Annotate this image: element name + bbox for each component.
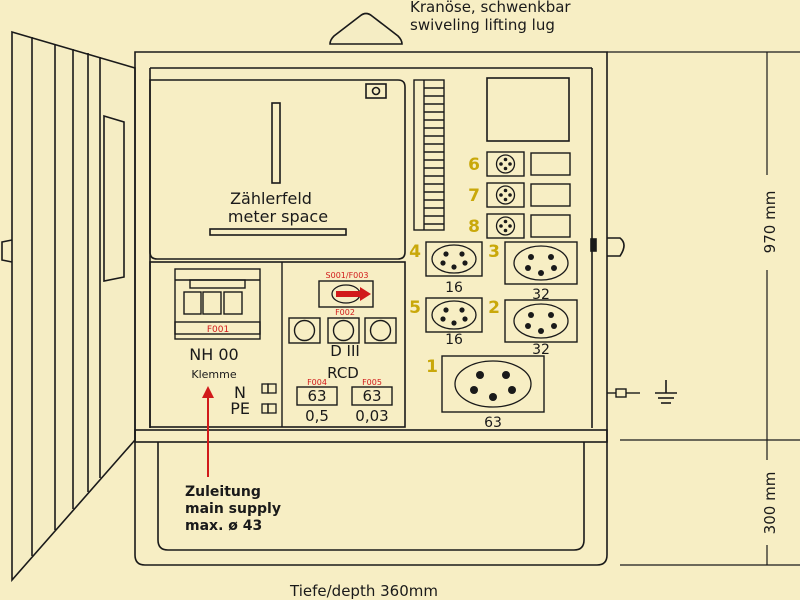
height-upper-label: 970 mm xyxy=(761,191,779,254)
main-fuse-name: NH 00 xyxy=(189,345,238,364)
dfuse-name: D III xyxy=(330,342,360,360)
socket-3-number: 3 xyxy=(488,242,500,262)
rcd-1-rating: 63 xyxy=(307,387,326,405)
height-lower-label: 300 mm xyxy=(761,472,779,535)
socket-4-number: 4 xyxy=(409,242,421,262)
dfuse-code: F002 xyxy=(335,308,355,317)
socket-1: 1 63 xyxy=(426,355,545,431)
terminal-pe-label: PE xyxy=(230,399,250,418)
terminal-n-label: N xyxy=(234,383,246,402)
rcd-2-sensitivity: 0,03 xyxy=(355,407,388,425)
socket-2-number: 2 xyxy=(488,298,500,318)
main-switch xyxy=(318,280,374,308)
nh-fuse-block xyxy=(174,268,261,340)
socket-4: 4 16 xyxy=(409,241,483,296)
meter-label-en: meter space xyxy=(228,207,328,226)
terminal-blocks xyxy=(261,383,277,414)
equipment-field xyxy=(149,261,406,428)
d-fuse-row xyxy=(288,317,397,344)
rcd-2: F005 63 0,03 xyxy=(351,378,393,425)
terminal-label: Klemme xyxy=(191,368,236,381)
rcd-label: RCD xyxy=(327,364,359,382)
supply-label-en: main supply xyxy=(185,501,281,517)
socket-1-rating: 63 xyxy=(484,415,502,431)
din-rail-strip xyxy=(413,79,445,231)
socket-6-number: 6 xyxy=(468,155,480,175)
dimension-lines xyxy=(607,51,800,566)
socket-5-number: 5 xyxy=(409,298,421,318)
ground-symbol xyxy=(655,380,677,404)
rcd-2-code: F005 xyxy=(362,378,382,387)
depth-label: Tiefe/depth 360mm xyxy=(289,582,438,600)
meter-label-de: Zählerfeld xyxy=(230,189,312,208)
socket-5: 5 16 xyxy=(409,297,483,348)
lifting-lug xyxy=(329,12,403,45)
label-plate xyxy=(486,77,570,142)
meter-space xyxy=(149,79,406,260)
socket-7-number: 7 xyxy=(468,186,480,206)
supply-diameter: max. ø 43 xyxy=(185,518,262,534)
socket-4-rating: 16 xyxy=(445,280,463,296)
rcd-1-sensitivity: 0,5 xyxy=(305,407,329,425)
supply-label-de: Zuleitung xyxy=(185,484,261,500)
lug-label-de: Kranöse, schwenkbar xyxy=(410,0,571,16)
socket-3-rating: 32 xyxy=(532,287,550,303)
socket-6: 6 xyxy=(468,151,571,177)
supply-arrow xyxy=(202,386,214,477)
main-fuse-code: F001 xyxy=(207,325,229,335)
socket-3: 3 32 xyxy=(488,241,578,303)
rcd-2-rating: 63 xyxy=(362,387,381,405)
rcd-1-code: F004 xyxy=(307,378,327,387)
socket-2-rating: 32 xyxy=(532,342,550,358)
rcd-1: F004 63 0,5 xyxy=(296,378,338,425)
socket-8-number: 8 xyxy=(468,217,480,237)
switch-code: S001/F003 xyxy=(326,271,369,280)
socket-5-rating: 16 xyxy=(445,332,463,348)
socket-2: 2 32 xyxy=(488,298,578,358)
ground-terminal xyxy=(607,388,640,398)
cabinet-door xyxy=(1,30,136,583)
socket-7: 7 xyxy=(468,182,571,208)
socket-8: 8 xyxy=(468,213,571,239)
lug-label-en: swiveling lifting lug xyxy=(410,16,555,34)
socket-1-number: 1 xyxy=(426,357,438,377)
